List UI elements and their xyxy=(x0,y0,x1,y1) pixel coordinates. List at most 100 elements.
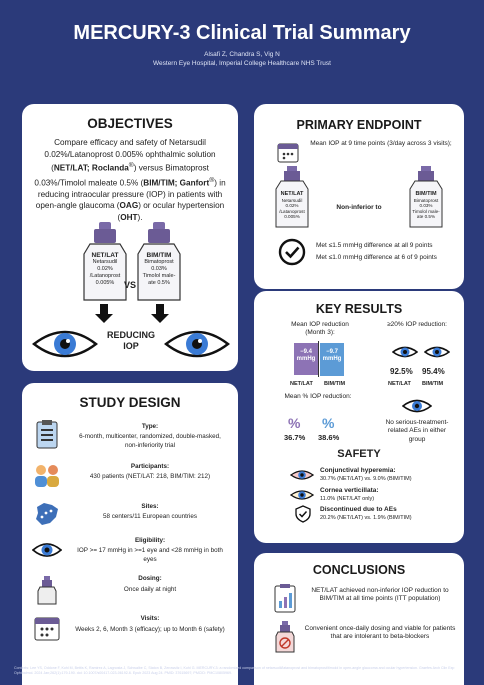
sd-participants-label: Participants: xyxy=(130,463,170,470)
bottle-b-l3: Timolol male- xyxy=(142,273,176,279)
meanpct-net-lat: 36.7% xyxy=(284,433,306,442)
objectives-title: OBJECTIVES xyxy=(87,116,173,131)
reducing-iop-label: REDUCING IOP xyxy=(98,330,164,352)
primary-endpoint-title: PRIMARY ENDPOINT xyxy=(296,118,422,132)
eye-icon xyxy=(290,490,314,500)
sd-type-label: Type: xyxy=(141,423,159,430)
sd-visits-label: Visits: xyxy=(140,615,160,622)
obj-text-1: Compare efficacy and safety of Netarsudi… xyxy=(44,138,216,173)
sd-sites-label: Sites: xyxy=(141,503,159,510)
pe-bottle-b-l3: Timolol male- xyxy=(412,208,440,214)
iop-label-net-lat: NET/LAT xyxy=(290,381,313,387)
iop-bar-net-lat xyxy=(294,343,318,375)
pe-bottle-b-l2: 0.03% xyxy=(419,203,433,209)
shield-check-icon xyxy=(295,505,311,523)
safety-discontinued-label: Discontinued due to AEs xyxy=(320,506,397,513)
authors: Alsafi Z, Chandra S, Vig N xyxy=(204,51,280,58)
reducing-2: IOP xyxy=(123,341,139,351)
obj-bold-4: OHT xyxy=(120,213,138,223)
eye-icon xyxy=(392,346,418,358)
calendar-icon xyxy=(277,143,299,163)
bottle-b-name: BIM/TIM xyxy=(146,252,172,259)
people-icon xyxy=(32,461,62,491)
eye-icon xyxy=(32,330,98,358)
conclusion-1: NET/LAT achieved non-inferior IOP reduct… xyxy=(311,587,449,603)
safety-cornea-label: Cornea verticillata: xyxy=(320,487,379,494)
conclusions-panel: CONCLUSIONS NET/LAT achieved non-inferio… xyxy=(254,553,464,685)
iop-label-bim-tim: BIM/TIM xyxy=(324,381,346,387)
eye-icon xyxy=(164,330,230,358)
sd-dosing-value: Once daily at night xyxy=(123,586,177,593)
bottle-a-l4: 0.005% xyxy=(95,280,115,286)
study-design-panel: STUDY DESIGN Type: 6-month, multicenter,… xyxy=(22,383,238,685)
conclusion-2: Convenient once-daily dosing and viable … xyxy=(304,625,456,641)
percent-icon: % xyxy=(288,415,301,431)
bottle-b-l2: 0.03% xyxy=(151,266,167,272)
key-results-panel: KEY RESULTS Mean IOP reduction (Month 3)… xyxy=(254,291,464,543)
bottle-net-lat xyxy=(80,222,130,302)
bottle-a-l3: /Latanoprost xyxy=(89,273,121,279)
report-icon xyxy=(274,584,296,613)
reducing-1: REDUCING xyxy=(106,330,155,340)
pe-bottle-a-l4: 0.005% xyxy=(284,214,300,220)
obj-bold-1: NET/LAT; Roclanda xyxy=(53,163,129,173)
bottle-bim-tim xyxy=(134,222,184,302)
pct20-label-net-lat: NET/LAT xyxy=(388,381,411,387)
safety-hyperemia-label: Conjunctival hyperemia: xyxy=(320,467,396,474)
obj-bold-3: OAG xyxy=(119,201,139,211)
kr-pct20-title: ≥20% IOP reduction: xyxy=(387,321,447,328)
vs-label: VS xyxy=(123,280,136,290)
pe-bottle-a-l2: 0.02% xyxy=(285,203,299,209)
pct20-net-lat: 92.5% xyxy=(390,367,413,376)
pct20-bim-tim: 95.4% xyxy=(422,367,445,376)
conclusions-title: CONCLUSIONS xyxy=(312,563,406,577)
bottle-net-lat-label: NET/LAT Netarsudil 0.02% /Latanoprost 0.… xyxy=(82,252,128,287)
no-beta-blocker-bottle-icon xyxy=(275,621,295,653)
sd-dosing-label: Dosing: xyxy=(138,575,162,582)
bottle-bim-tim-icon xyxy=(409,166,443,228)
references: Contexts: Lee YS, Oddone F, Kohl M, Bett… xyxy=(14,666,455,675)
pe-bottle-a-l3: /Latanoprost xyxy=(279,208,305,214)
pe-met-1: Met ≤1.5 mmHg difference at all 9 points xyxy=(316,242,433,249)
safety-cornea-value: 11.0% (NET/LAT only) xyxy=(320,496,375,502)
eye-icon xyxy=(402,399,432,413)
safety-hyperemia-value: 30.7% (NET/LAT) vs. 9.0% (BIM/TIM) xyxy=(320,476,412,482)
kr-iop-title: Mean IOP reduction (Month 3): xyxy=(291,321,349,337)
bottle-bim-tim-icon xyxy=(137,222,181,301)
key-results-title: KEY RESULTS xyxy=(315,302,403,316)
checkmark-circle-icon xyxy=(278,238,306,266)
iop-bar-net-lat-value: −9.4 mmHg xyxy=(296,349,316,362)
safety-discontinued-value: 20.2% (NET/LAT) vs. 1.9% (BIM/TIM) xyxy=(320,515,412,521)
institution: Western Eye Hospital, Imperial College H… xyxy=(153,60,331,67)
bottle-b-l4: ate 0.5% xyxy=(148,280,170,286)
sd-type-value: 6-month, multicenter, randomized, double… xyxy=(79,433,221,449)
bottle-b-l1: Bimatoprost xyxy=(144,259,174,265)
authors-block: Alsafi Z, Chandra S, Vig N Western Eye H… xyxy=(0,50,484,68)
pe-noninferior: Non-inferior to xyxy=(336,204,382,211)
iop-chart-divider xyxy=(318,341,319,377)
sd-visits-value: Weeks 2, 6, Month 3 (efficacy); up to Mo… xyxy=(75,626,225,633)
pe-bottle-a-l1: Netarsudil xyxy=(281,197,303,203)
pe-bottle-b-label: BIM/TIM Bimatoprost 0.03% Timolol male- … xyxy=(408,191,444,220)
sd-sites-value: 58 centers/11 European countries xyxy=(102,513,198,520)
iop-bar-bim-tim-value: −9.7 mmHg xyxy=(322,349,342,362)
eye-icon xyxy=(424,346,450,358)
objectives-text: Compare efficacy and safety of Netarsudi… xyxy=(34,138,226,223)
calendar-icon xyxy=(32,613,62,643)
pe-met-2: Met ≤1.0 mmHg difference at 6 of 9 point… xyxy=(316,254,437,261)
obj-text-4: ) or ocular hypertension ( xyxy=(117,201,225,223)
pct20-label-bim-tim: BIM/TIM xyxy=(422,381,444,387)
pe-bottle-a-name: NET/LAT xyxy=(280,191,304,197)
sd-participants-value: 430 patients (NET/LAT: 218, BIM/TIM: 212… xyxy=(89,473,211,480)
kr-meanpct-title: Mean % IOP reduction: xyxy=(284,393,352,400)
meanpct-bim-tim: 38.6% xyxy=(318,433,340,442)
pe-bottle-b-l4: ate 0.5% xyxy=(416,214,436,220)
bottle-a-l2: 0.02% xyxy=(97,266,113,272)
pe-bottle-b-l1: Bimatoprost xyxy=(413,197,439,203)
kr-serious: No serious-treatment-related AEs in eith… xyxy=(385,419,449,443)
sd-eligibility-label: Eligibility: xyxy=(134,537,166,544)
arrow-down-icon xyxy=(95,304,113,323)
percent-icon: % xyxy=(322,415,335,431)
pe-bottle-b-name: BIM/TIM xyxy=(415,191,437,197)
obj-text-3: ) in reducing intraocular pressure (IOP)… xyxy=(35,178,226,211)
